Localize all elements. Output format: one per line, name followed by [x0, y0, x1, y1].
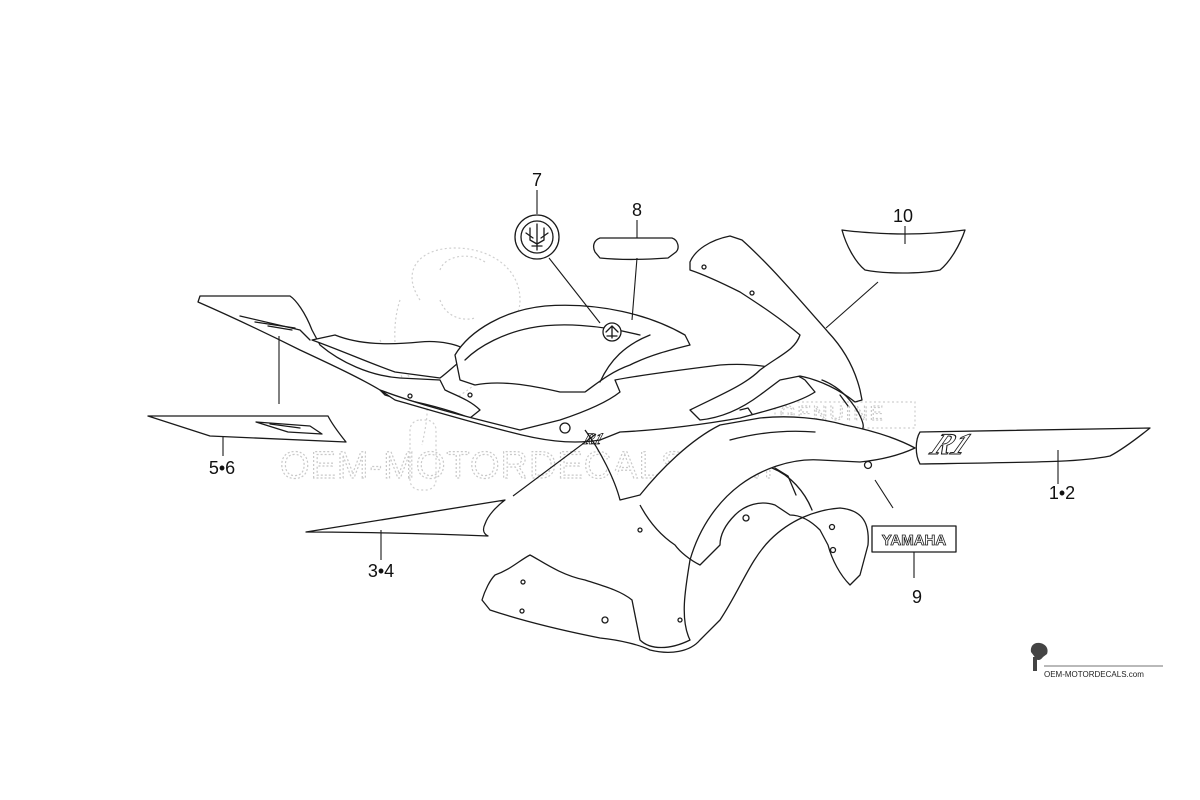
- lower-stripe-decal: [305, 499, 506, 537]
- yamaha-emblem-decal: YAMAHA: [871, 525, 957, 553]
- callout-7: 7: [532, 170, 542, 190]
- tuning-fork-icon: [525, 223, 549, 251]
- tank-emblem: [514, 214, 560, 260]
- callout-5-6: 5•6: [209, 458, 235, 478]
- side-frame-cover: [379, 363, 816, 443]
- side-fairing: [481, 416, 916, 653]
- upper-fairing: [689, 235, 863, 421]
- callout-labels: 7 8 10 1•2 3•4 5•6 9: [209, 170, 1075, 607]
- callout-1-2: 1•2: [1049, 483, 1075, 503]
- leader-lines: [222, 190, 1059, 578]
- callout-9: 9: [912, 587, 922, 607]
- mascot-logo-icon: [1030, 642, 1048, 671]
- windscreen-decal: [841, 229, 966, 274]
- r1-stripe-decal: R1: [915, 426, 1151, 465]
- motorcycle-outline: R1: [197, 235, 916, 653]
- tank-strip-decal: [593, 237, 679, 261]
- callout-3-4: 3•4: [368, 561, 394, 581]
- fuel-tank: [454, 304, 691, 393]
- callout-10: 10: [893, 206, 913, 226]
- fairing-r1-script: R1: [580, 429, 606, 447]
- tail-stripe-decal: [147, 415, 347, 443]
- yamaha-emblem-text: YAMAHA: [882, 532, 947, 549]
- callout-8: 8: [632, 200, 642, 220]
- brand-badge-text: OEM-MOTORDECALS.com: [1044, 670, 1144, 679]
- brand-badge: OEM-MOTORDECALS.com: [1030, 642, 1163, 679]
